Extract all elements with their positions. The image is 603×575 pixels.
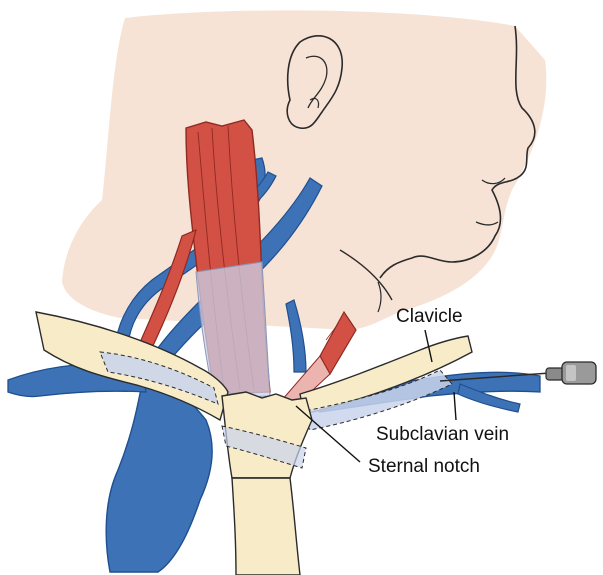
- face-profile: [379, 25, 536, 279]
- sternum: [221, 391, 313, 575]
- omohyoid-muscle: [281, 310, 357, 403]
- fascia-bands: [99, 351, 453, 431]
- nostril: [481, 177, 506, 185]
- sternal-notch-leader: [295, 405, 361, 463]
- sternal-notch-label: Sternal notch: [368, 456, 480, 477]
- subclavian-vein-label: Subclavian vein: [376, 424, 509, 445]
- clavicle-label: Clavicle: [396, 306, 463, 327]
- jaw-line: [339, 249, 393, 301]
- syringe-icon: [439, 361, 597, 385]
- ear-icon: [286, 34, 343, 130]
- clavicle-leader: [424, 329, 433, 363]
- mouth: [475, 221, 499, 226]
- neck-crease: [377, 281, 382, 313]
- subclavian-vein-leader: [453, 391, 457, 421]
